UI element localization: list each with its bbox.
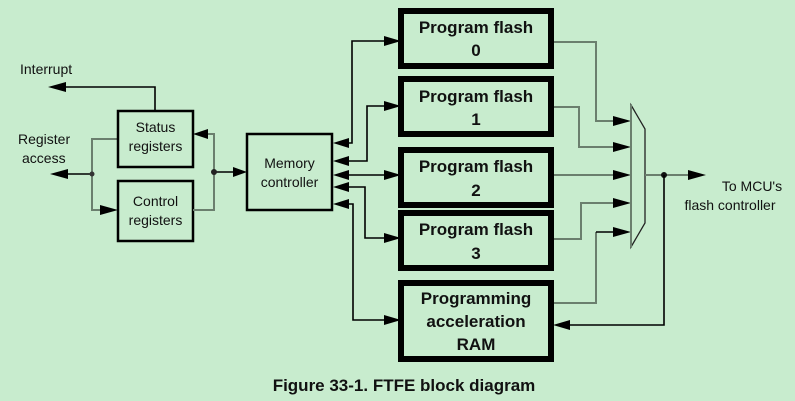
wire-mc-pf3 (346, 186, 386, 239)
wire-ram-mux-a (554, 232, 597, 304)
mc-arrow-pf3-icon (333, 182, 349, 192)
interrupt-label: Interrupt (20, 61, 72, 77)
program-flash-2-label-1: Program flash (419, 157, 533, 176)
register-bus-wire (91, 138, 118, 211)
junction-dot-middle (211, 169, 217, 175)
mux-in-1-arrow-icon (613, 142, 631, 152)
memory-controller-in-arrow-icon (233, 167, 247, 177)
feedback-wire (568, 175, 665, 326)
program-flash-3-block (398, 210, 554, 271)
ram-label-1: Programming (421, 289, 532, 308)
ram-label-3: RAM (457, 335, 496, 354)
multiplexer (630, 102, 646, 250)
mcu-label-1: To MCU's (722, 178, 782, 194)
program-flash-1-label-2: 1 (471, 110, 480, 129)
ram-in-arrow-icon (384, 315, 401, 325)
register-right-bus (193, 133, 215, 211)
interrupt-wire (62, 86, 156, 112)
register-access-label-1: Register (18, 131, 70, 147)
memory-controller-block (245, 132, 334, 212)
program-flash-3-label-2: 3 (471, 244, 480, 263)
mc-arrow-pf0-icon (333, 138, 349, 148)
memory-controller-label-2: controller (261, 174, 319, 190)
program-flash-1-label-1: Program flash (419, 87, 533, 106)
control-reg-in-arrow-icon (100, 205, 118, 215)
mc-arrow-pf1-icon (333, 156, 349, 166)
mc-arrow-ram-icon (333, 199, 349, 209)
pf3-in-arrow-icon (384, 233, 401, 243)
pf2-in-arrow-icon (384, 170, 401, 180)
mux-in-0-arrow-icon (613, 116, 631, 126)
mux-in-4-arrow-icon (613, 227, 631, 237)
interrupt-arrow-icon (48, 82, 66, 92)
mcu-label-2: flash controller (684, 197, 775, 213)
mux-in-3-arrow-icon (613, 198, 631, 208)
wire-mc-pf1 (346, 105, 386, 162)
program-flash-0-label-1: Program flash (419, 18, 533, 37)
pf1-in-arrow-icon (384, 101, 401, 111)
memory-controller-label-1: Memory (264, 155, 315, 171)
ram-label-2: acceleration (426, 312, 525, 331)
junction-dot-left (89, 171, 95, 177)
program-flash-0-label-2: 0 (471, 41, 480, 60)
status-registers-label-1: Status (136, 119, 176, 135)
wire-mc-pf0 (346, 40, 386, 144)
mc-arrow-pf2-icon (333, 170, 349, 180)
control-registers-label-1: Control (133, 193, 178, 209)
wire-pf3-mux (554, 202, 614, 240)
pf0-in-arrow-icon (384, 36, 401, 46)
wire-mc-ram (346, 203, 386, 321)
mux-in-2-arrow-icon (613, 170, 631, 180)
program-flash-3-label-1: Program flash (419, 220, 533, 239)
status-reg-in-arrow-icon (193, 129, 208, 139)
program-flash-1-block (398, 76, 554, 137)
status-registers-block (116, 109, 195, 169)
program-flash-0-block (398, 8, 554, 69)
program-flash-2-block (398, 147, 554, 208)
register-access-label-2: access (22, 150, 66, 166)
control-registers-label-2: registers (129, 212, 183, 228)
mcu-out-arrow-icon (688, 170, 706, 180)
register-access-arrow-icon (50, 169, 68, 179)
ram-feedback-arrow-icon (553, 320, 570, 330)
control-registers-block (116, 179, 195, 243)
status-registers-label-2: registers (129, 138, 183, 154)
wire-pf1-mux (554, 106, 614, 148)
wire-pf0-mux (554, 41, 614, 122)
programming-acceleration-ram-block (398, 280, 554, 362)
program-flash-2-label-2: 2 (471, 181, 480, 200)
figure-caption: Figure 33-1. FTFE block diagram (273, 376, 536, 395)
